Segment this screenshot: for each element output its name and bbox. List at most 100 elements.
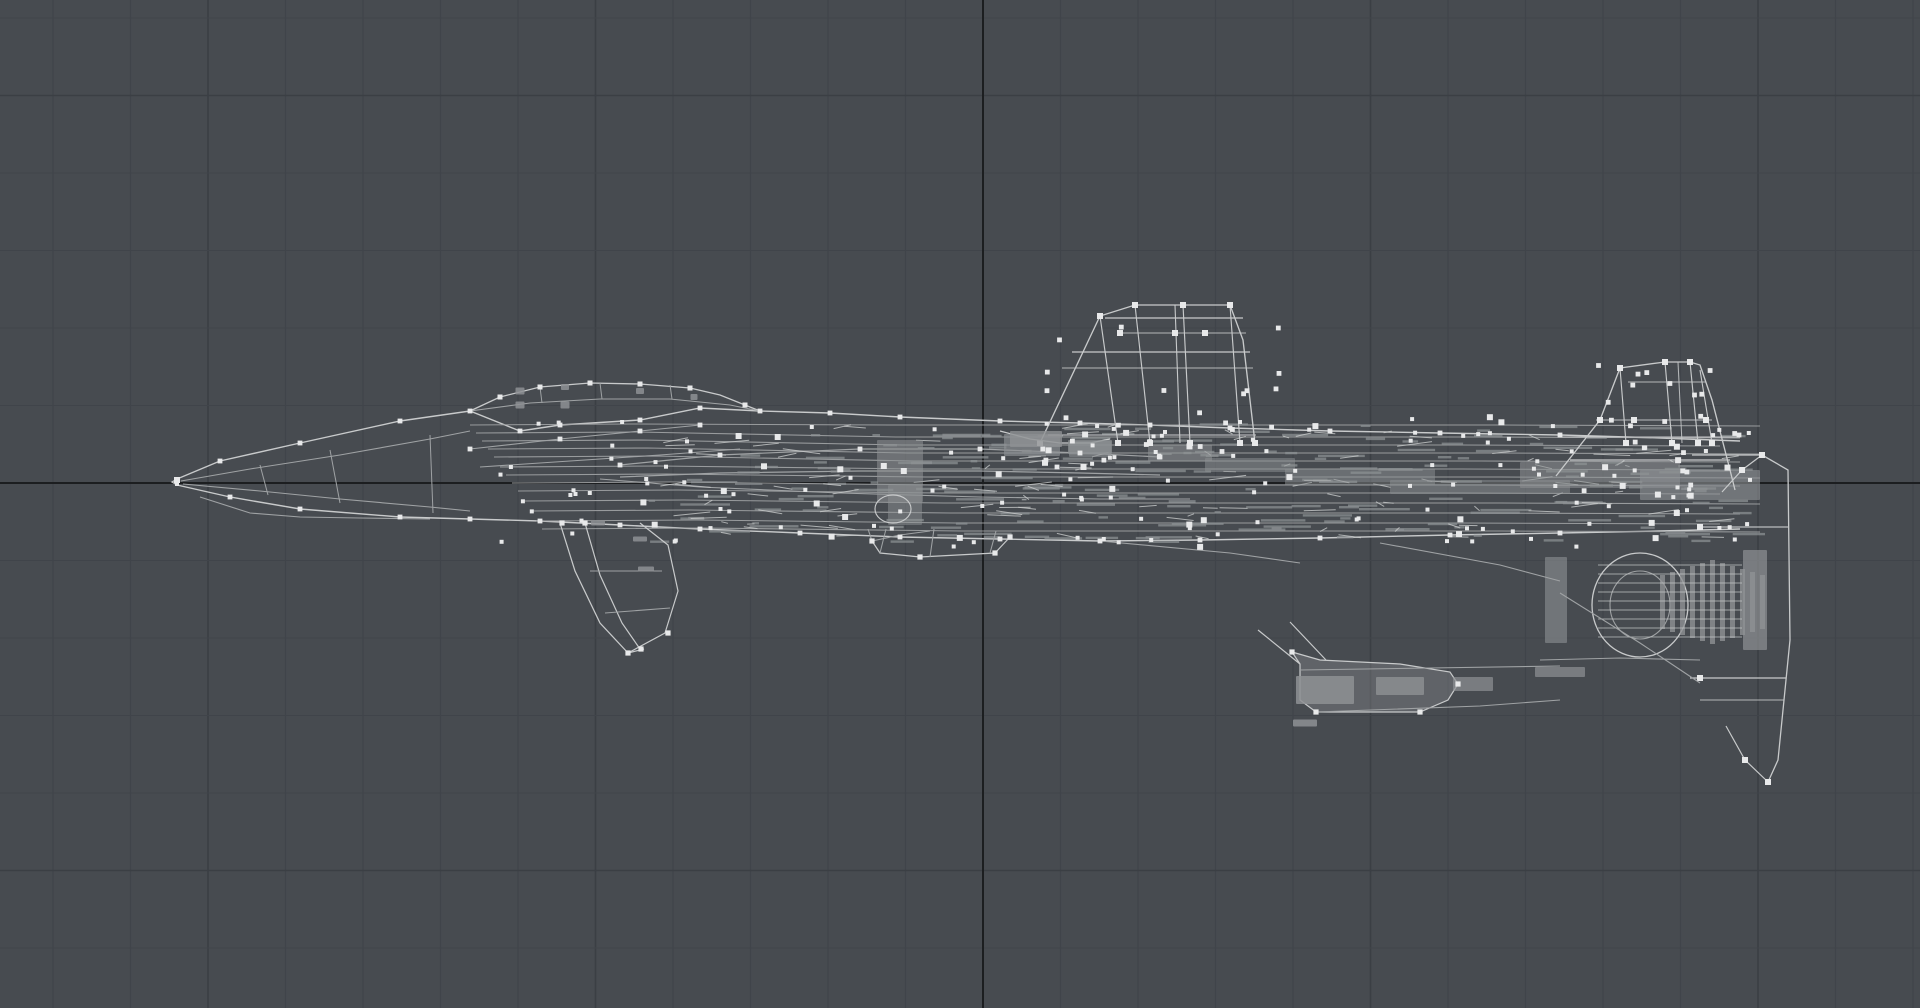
mesh-face [1171, 522, 1224, 525]
mesh-vertex [1289, 649, 1295, 655]
mesh-face [1480, 508, 1532, 512]
mesh-vertex [951, 544, 956, 549]
mesh-vertex [1630, 382, 1636, 388]
mesh-vertex [1686, 493, 1691, 498]
mesh-vertex [997, 536, 1003, 542]
mesh-face [1339, 506, 1359, 509]
mesh-face [1678, 465, 1713, 468]
mesh-vertex [1457, 516, 1464, 523]
mesh-vertex [1574, 544, 1579, 549]
mesh-face [1055, 483, 1064, 487]
mesh-vertex [848, 475, 853, 480]
mesh-vertex [1681, 450, 1686, 455]
mesh-vertex [1662, 419, 1668, 424]
mesh-face [817, 506, 829, 509]
mesh-edge [1015, 481, 1052, 487]
mesh-face [1670, 572, 1675, 632]
mesh-vertex [1223, 420, 1228, 426]
mesh-face [1135, 427, 1152, 430]
mesh-vertex [1313, 709, 1319, 715]
mesh-face [1336, 536, 1354, 539]
mesh-vertex [1606, 504, 1611, 509]
mesh-face [817, 466, 841, 470]
mesh-edge [938, 485, 959, 490]
mesh-vertex [1635, 371, 1641, 377]
mesh-face [1680, 569, 1685, 635]
mesh-vertex [1107, 455, 1112, 460]
mesh-edge [989, 530, 997, 554]
mesh-vertex [1000, 500, 1005, 505]
mesh-edge [1187, 513, 1195, 517]
mesh-face [515, 401, 525, 409]
mesh-vertex [1652, 535, 1659, 542]
mesh-vertex [1286, 474, 1293, 481]
pylon-strut [1257, 629, 1301, 665]
mesh-edge [1027, 485, 1040, 491]
mesh-edge [1209, 474, 1247, 481]
mesh-vertex [897, 534, 903, 540]
mesh-edge [1701, 536, 1725, 538]
mesh-edge [1134, 304, 1151, 444]
mesh-vertex [1231, 453, 1236, 458]
mesh-vertex [1063, 415, 1069, 421]
mesh-edge [1282, 435, 1290, 439]
mesh-vertex [697, 405, 703, 411]
mesh-edge [1669, 453, 1681, 456]
mesh-vertex [1535, 459, 1540, 464]
mesh-vertex [1237, 440, 1243, 446]
mesh-edge [604, 607, 671, 614]
mesh-edge [974, 488, 998, 492]
mesh-face [1071, 437, 1111, 440]
mesh-vertex [1044, 421, 1049, 426]
mesh-face [1692, 501, 1710, 505]
mesh-vertex [517, 428, 523, 434]
mesh-edge [1219, 507, 1248, 509]
mesh-vertex [653, 460, 658, 465]
mesh-face [1709, 506, 1723, 510]
mesh-face [740, 454, 761, 457]
mesh-edge [1062, 423, 1089, 429]
mesh-vertex [1451, 482, 1456, 487]
mesh-face [911, 461, 958, 465]
mesh-edge [809, 474, 840, 479]
mesh-face [1618, 514, 1666, 518]
mesh-vertex [717, 452, 723, 458]
mesh-face [1397, 448, 1436, 452]
mesh-edge [1303, 509, 1336, 512]
mesh-edge [721, 521, 729, 524]
mesh-edge [1299, 665, 1561, 671]
mesh-vertex [837, 466, 844, 473]
mesh-edge [690, 516, 727, 519]
mesh-vertex [1197, 537, 1203, 543]
mesh-face [942, 456, 989, 459]
mesh-vertex [397, 514, 403, 520]
mesh-face [1340, 467, 1378, 470]
mesh-face [591, 520, 605, 526]
mesh-face [1158, 524, 1207, 527]
mesh-vertex [1687, 492, 1694, 499]
mesh-edge [1340, 455, 1359, 459]
mesh-vertex [1430, 463, 1435, 468]
mesh-vertex [568, 493, 573, 497]
mesh-vertex [1408, 483, 1412, 488]
mesh-vertex [1703, 417, 1709, 423]
mesh-vertex [638, 646, 644, 652]
mesh-vertex [1711, 433, 1716, 438]
mesh-vertex [720, 488, 727, 495]
mesh-vertex [617, 462, 623, 468]
mesh-vertex [529, 509, 534, 514]
mesh-face [1545, 557, 1567, 643]
mesh-edge [1383, 501, 1394, 504]
mesh-vertex [992, 550, 998, 556]
mesh-face [1233, 430, 1270, 433]
mesh-face [1096, 494, 1128, 497]
mesh-vertex [1717, 526, 1722, 530]
mesh-vertex [1623, 440, 1629, 446]
mesh-vertex [1070, 438, 1075, 444]
mesh-vertex [1506, 436, 1511, 441]
mesh-face [1084, 488, 1120, 492]
mesh-vertex [1597, 417, 1603, 423]
mesh-edge [673, 511, 711, 517]
